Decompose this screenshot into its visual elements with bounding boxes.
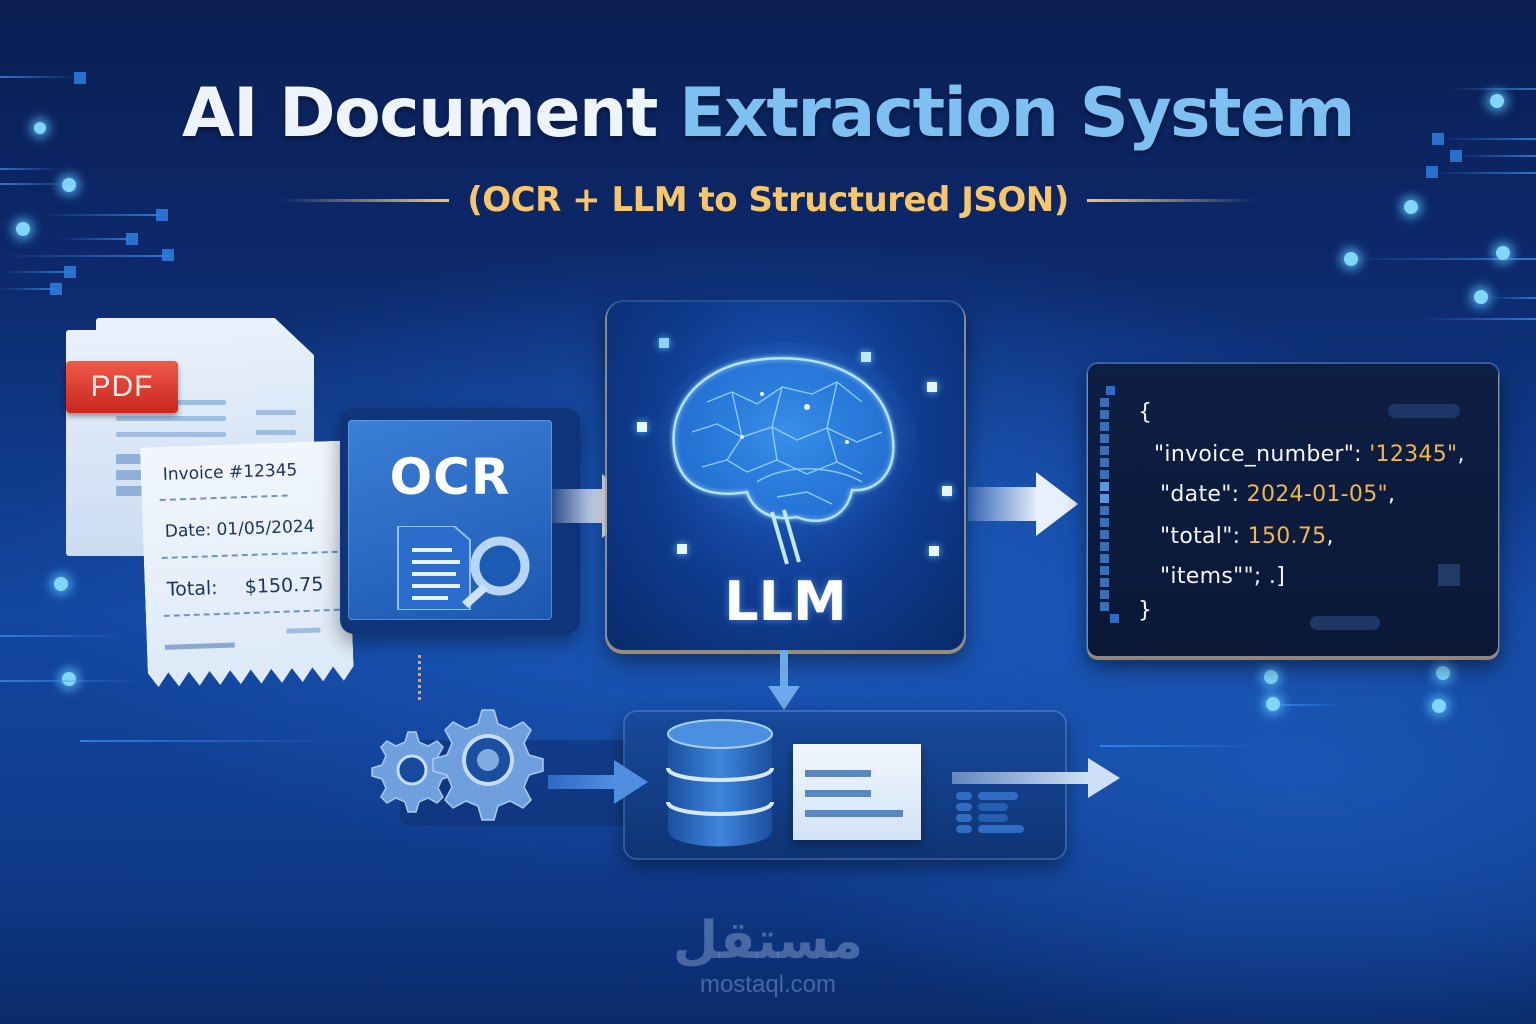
invoice-receipt: Invoice #12345 Date: 01/05/2024 Total: $… [140, 440, 354, 687]
watermark-arabic: مستقل [672, 911, 864, 971]
title-part-blue: Extraction System [679, 74, 1355, 153]
watermark-domain: mostaql.com [699, 971, 837, 998]
receipt-total-label: Total: [166, 577, 218, 601]
pdf-badge-label: PDF [90, 370, 154, 403]
arrow-output-right [952, 758, 1120, 798]
json-output-panel: { "invoice_number": '12345", "date": 202… [1088, 364, 1498, 656]
json-line-invoice-number: "invoice_number": '12345", [1154, 442, 1465, 467]
llm-stage: LLM [607, 302, 964, 650]
ocr-stage: OCR [348, 420, 552, 620]
arrow-gears-to-database [548, 760, 648, 804]
document-icon [793, 744, 921, 840]
json-line-total: "total": 150.75, [1160, 524, 1334, 549]
receipt-total-value: $150.75 [244, 573, 324, 599]
glowing-brain-icon [657, 342, 917, 565]
subtitle-rule-left [279, 198, 450, 202]
json-line-date: "date": 2024-01-05", [1160, 482, 1396, 507]
watermark: مستقل mostaql.com [640, 915, 896, 999]
receipt-invoice-number: Invoice #12345 [162, 460, 298, 485]
json-close-brace: } [1138, 598, 1153, 623]
receipt-date: Date: 01/05/2024 [164, 516, 315, 542]
pdf-badge: PDF [66, 361, 178, 413]
arrow-llm-to-json [968, 472, 1078, 536]
title-part-white: AI Document [182, 74, 658, 153]
subtitle-row: (OCR + LLM to Structured JSON) [0, 180, 1536, 220]
document-magnifier-icon [397, 526, 530, 610]
json-line-items: "items""; .] [1160, 564, 1286, 589]
ocr-label: OCR [389, 448, 511, 506]
page-title: AI Document Extraction System [0, 80, 1536, 148]
dotted-connector [418, 655, 421, 700]
subtitle: (OCR + LLM to Structured JSON) [467, 180, 1069, 220]
llm-label: LLM [724, 570, 847, 633]
database-icon [666, 719, 774, 847]
json-open-brace: { [1138, 400, 1153, 425]
gears-icon [371, 709, 544, 821]
arrow-llm-to-database [768, 650, 800, 714]
subtitle-rule-right [1086, 198, 1257, 202]
